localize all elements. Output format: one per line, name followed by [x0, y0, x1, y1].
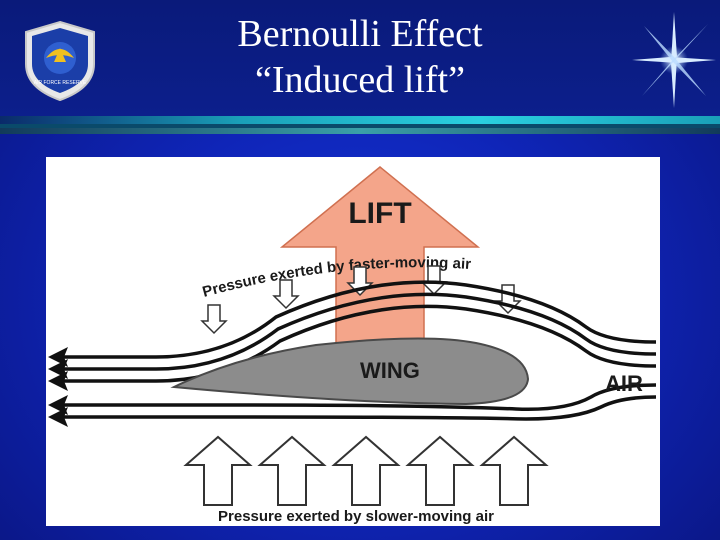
streamlines-bottom [54, 383, 657, 421]
title-band [0, 0, 720, 118]
flow-arrowheads [48, 347, 68, 427]
air-label: AIR [605, 371, 643, 396]
bernoulli-diagram: LIFT Pressure exerted by faster-moving a… [46, 157, 660, 526]
lift-arrow [279, 166, 481, 353]
bottom-pressure-label: Pressure exerted by slower-moving air [218, 508, 494, 525]
wing-label: WING [360, 358, 420, 383]
slide-title: Bernoulli Effect [237, 13, 483, 55]
divider-stripe [0, 128, 720, 134]
air-force-reserve-logo-icon: AIR FORCE RESERVE [25, 20, 95, 102]
divider-stripe [0, 116, 720, 124]
divider-stripe [0, 124, 720, 128]
starburst-icon [632, 12, 716, 108]
wing-shape [170, 337, 530, 406]
logo-text: AIR FORCE RESERVE [34, 80, 87, 86]
bottom-pressure-arrows [183, 435, 549, 506]
slide-subtitle: “Induced lift” [255, 59, 465, 101]
lift-label: LIFT [348, 197, 411, 230]
